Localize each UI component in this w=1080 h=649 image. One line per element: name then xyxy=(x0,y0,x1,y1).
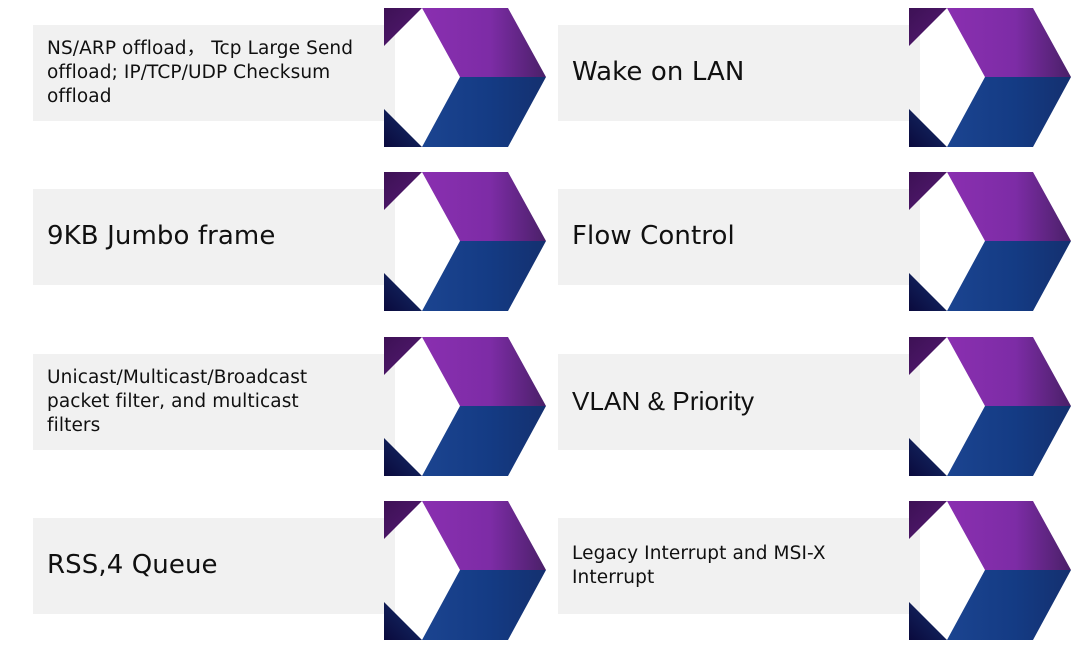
chevron-arrow-icon xyxy=(898,0,1075,155)
chevron-label: Wake on LAN xyxy=(572,57,745,88)
chevron-label: NS/ARP offload， Tcp Large Send offload; … xyxy=(47,37,354,108)
chevron-plate: Wake on LAN xyxy=(558,25,920,121)
chevron-arrow-icon xyxy=(373,164,550,319)
chevron-item-packet-filter[interactable]: Unicast/Multicast/Broadcast packet filte… xyxy=(33,329,550,484)
chevron-arrow-icon xyxy=(898,164,1075,319)
chevron-label: VLAN & Priority xyxy=(572,386,755,417)
chevron-item-interrupt[interactable]: Legacy Interrupt and MSI-X Interrupt xyxy=(558,493,1075,648)
chevron-arrow-icon xyxy=(898,493,1075,648)
chevron-label: Flow Control xyxy=(572,221,735,252)
chevron-plate: Unicast/Multicast/Broadcast packet filte… xyxy=(33,354,395,450)
chevron-label: Legacy Interrupt and MSI-X Interrupt xyxy=(572,542,826,588)
chevron-plate: NS/ARP offload， Tcp Large Send offload; … xyxy=(33,25,395,121)
chevron-label: Unicast/Multicast/Broadcast packet filte… xyxy=(47,366,308,437)
chevron-plate: VLAN & Priority xyxy=(558,354,920,450)
chevron-item-wake-on-lan[interactable]: Wake on LAN xyxy=(558,0,1075,155)
chevron-arrow-icon xyxy=(373,329,550,484)
chevron-plate: Legacy Interrupt and MSI-X Interrupt xyxy=(558,518,920,614)
chevron-label: RSS,4 Queue xyxy=(47,550,218,581)
chevron-item-jumbo-frame[interactable]: 9KB Jumbo frame xyxy=(33,164,550,319)
chevron-item-offload[interactable]: NS/ARP offload， Tcp Large Send offload; … xyxy=(33,0,550,155)
chevron-plate: 9KB Jumbo frame xyxy=(33,189,395,285)
chevron-plate: RSS,4 Queue xyxy=(33,518,395,614)
chevron-arrow-icon xyxy=(898,329,1075,484)
chevron-arrow-icon xyxy=(373,0,550,155)
chevron-item-rss-queue[interactable]: RSS,4 Queue xyxy=(33,493,550,648)
chevron-item-vlan-priority[interactable]: VLAN & Priority xyxy=(558,329,1075,484)
chevron-label: 9KB Jumbo frame xyxy=(47,221,276,252)
chevron-plate: Flow Control xyxy=(558,189,920,285)
chevron-item-flow-control[interactable]: Flow Control xyxy=(558,164,1075,319)
chevron-arrow-icon xyxy=(373,493,550,648)
